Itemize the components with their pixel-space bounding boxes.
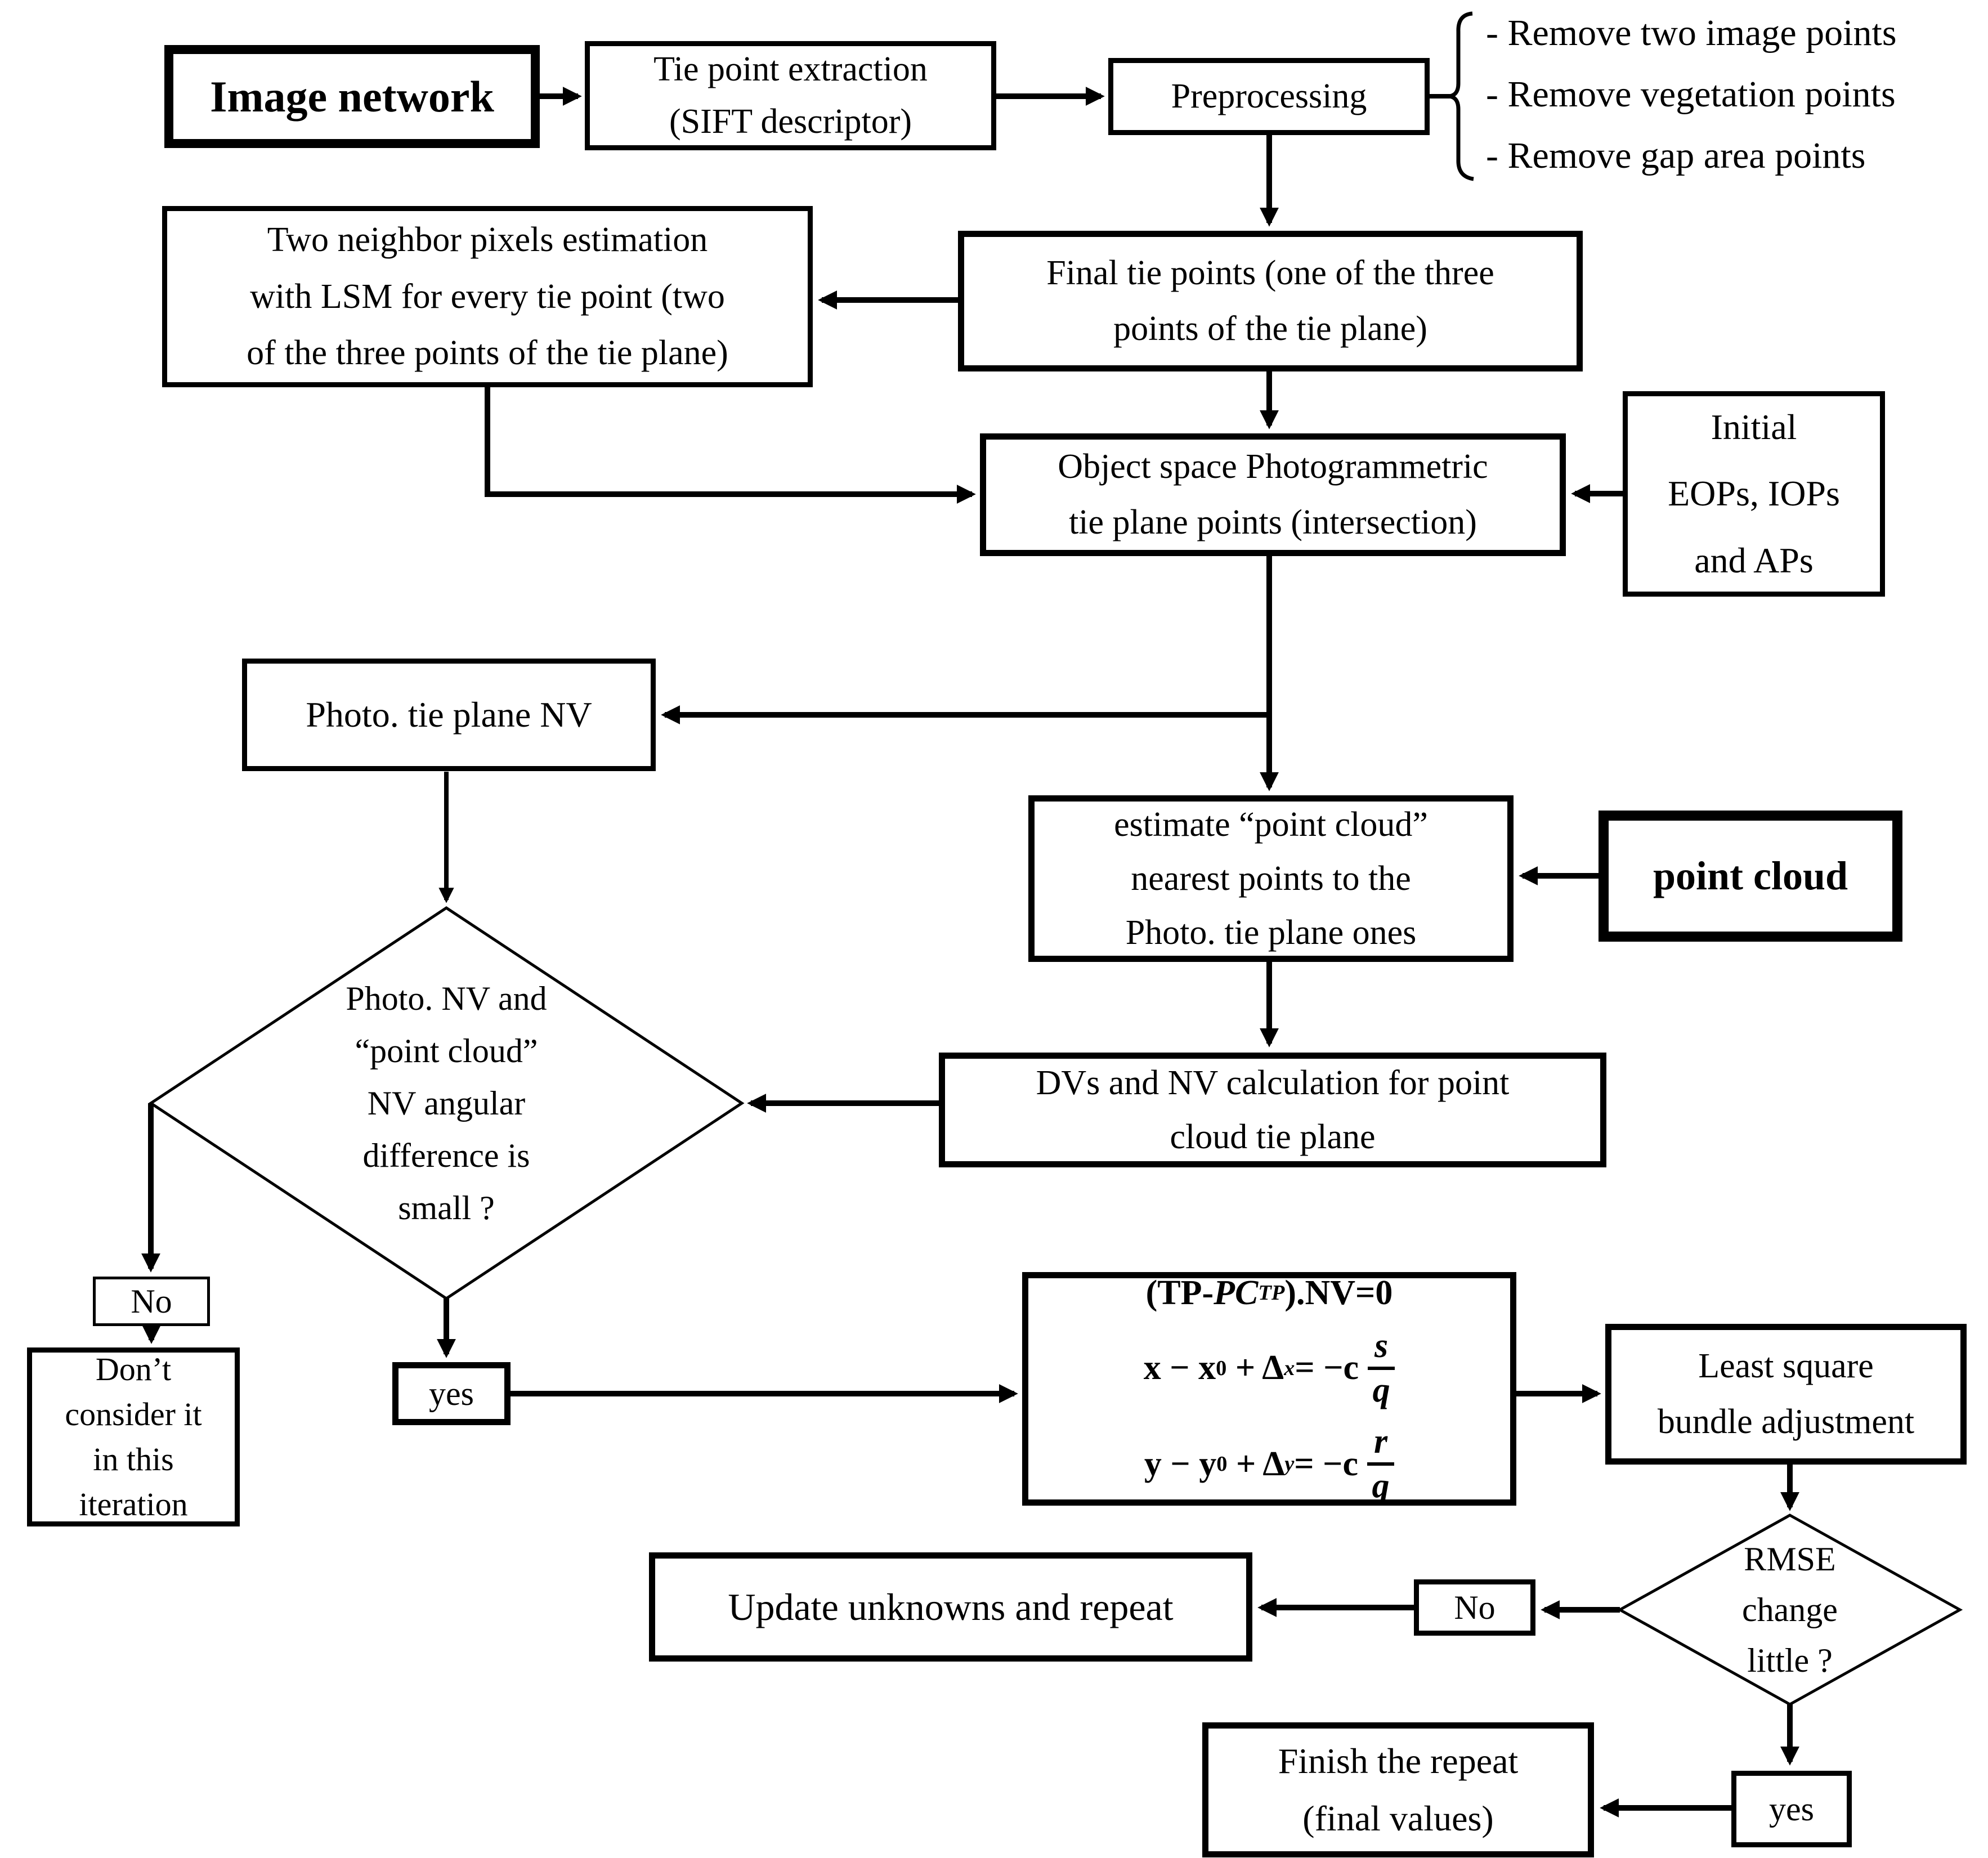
node-finish-label: Finish the repeat (final values) [1278,1740,1519,1838]
node-angular-decision-label: Photo. NV and “point cloud” NV angular d… [346,979,547,1226]
node-no-2-label: No [1454,1588,1496,1626]
node-no-1: No [93,1277,210,1326]
node-estimate-point-cloud: estimate “point cloud” nearest points to… [1028,795,1514,962]
node-dvs-nv-calculation-label: DVs and NV calculation for point cloud t… [1036,1063,1510,1156]
node-object-space: Object space Photogrammetric tie plane p… [980,433,1566,556]
node-point-cloud: point cloud [1599,811,1902,942]
node-tie-point-extraction-label: Tie point extraction (SIFT descriptor) [653,50,928,141]
node-final-tie-points-label: Final tie points (one of the three point… [1046,253,1494,348]
preprocessing-notes: - Remove two image points - Remove veget… [1486,10,1981,179]
node-final-tie-points: Final tie points (one of the three point… [958,231,1583,371]
node-point-cloud-label: point cloud [1653,853,1848,898]
preprocessing-note: - Remove two image points [1486,12,1897,53]
node-two-neighbor-lsm-label: Two neighbor pixels estimation with LSM … [247,221,728,373]
node-dvs-nv-calculation: DVs and NV calculation for point cloud t… [939,1053,1606,1167]
node-estimate-point-cloud-label: estimate “point cloud” nearest points to… [1114,805,1428,952]
node-yes-1-label: yes [429,1375,474,1412]
node-dont-consider-label: Don’t consider it in this iteration [65,1350,202,1523]
node-initial-eops-label: Initial EOPs, IOPs and APs [1668,406,1840,580]
node-yes-2-label: yes [1769,1790,1814,1828]
node-update-unknowns: Update unknowns and repeat [649,1552,1252,1662]
node-preprocessing-label: Preprocessing [1171,77,1367,115]
node-no-1-label: No [131,1282,172,1320]
bracket-glyph [1447,11,1474,181]
preprocessing-note: - Remove gap area points [1486,135,1866,176]
node-initial-eops: Initial EOPs, IOPs and APs [1623,391,1885,597]
node-no-2: No [1414,1579,1535,1636]
node-update-unknowns-label: Update unknowns and repeat [728,1585,1174,1628]
node-tie-point-extraction: Tie point extraction (SIFT descriptor) [585,41,996,150]
rmse-decision-diamond [1617,1514,1963,1706]
angular-decision-diamond [148,906,745,1300]
node-photo-tie-plane-nv: Photo. tie plane NV [242,659,656,771]
node-yes-2: yes [1731,1771,1852,1847]
node-least-square: Least square bundle adjustment [1605,1324,1967,1465]
node-finish: Finish the repeat (final values) [1202,1722,1594,1857]
preprocessing-note: - Remove vegetation points [1486,74,1896,115]
node-object-space-label: Object space Photogrammetric tie plane p… [1058,447,1488,541]
node-image-network-label: Image network [210,71,494,121]
node-photo-tie-plane-nv-label: Photo. tie plane NV [306,695,592,735]
node-rmse-decision-label: RMSE change little ? [1742,1541,1838,1679]
node-two-neighbor-lsm: Two neighbor pixels estimation with LSM … [162,206,813,387]
node-least-square-label: Least square bundle adjustment [1657,1346,1915,1441]
node-preprocessing: Preprocessing [1108,58,1430,135]
node-yes-1: yes [392,1362,511,1425]
node-image-network: Image network [164,45,540,148]
node-dont-consider: Don’t consider it in this iteration [27,1347,240,1526]
